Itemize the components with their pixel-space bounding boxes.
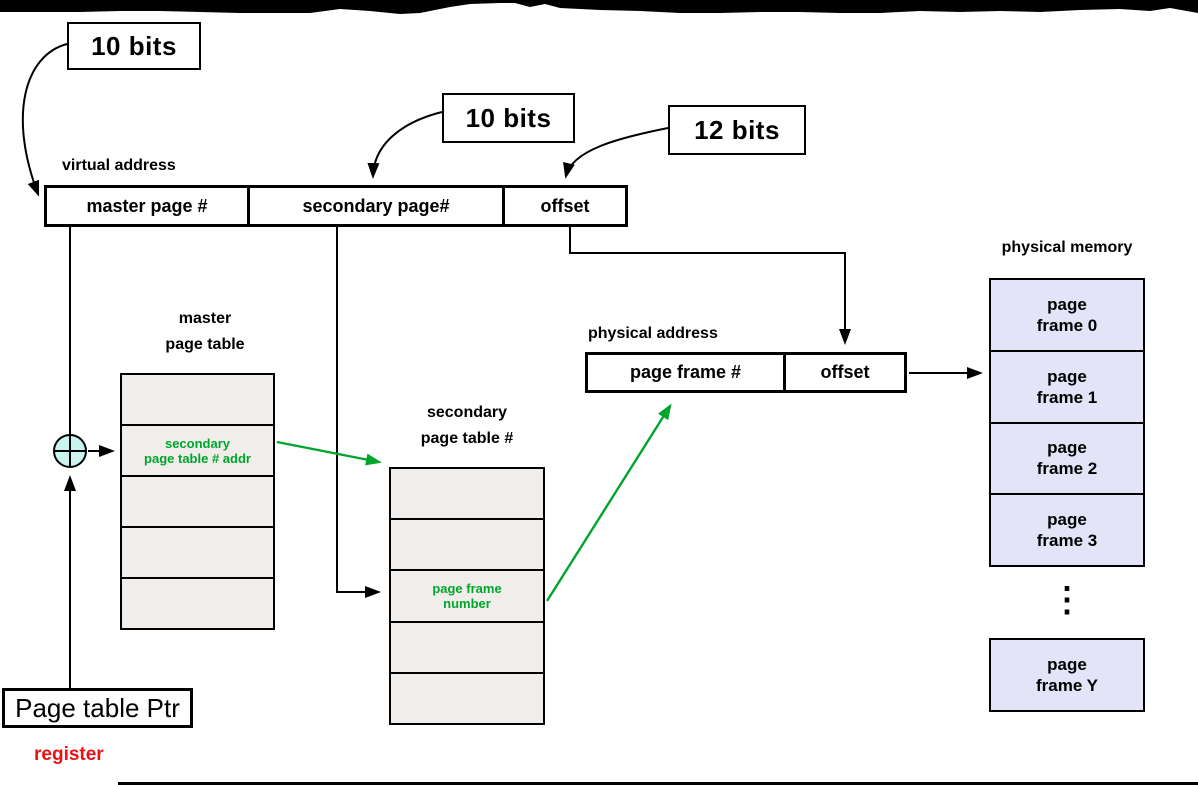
callout-12bits-label: 12 bits <box>694 114 780 145</box>
page-frame-3-line1: page <box>1047 510 1087 530</box>
master-page-table-row <box>122 577 273 628</box>
page-frame-2-line1: page <box>1047 438 1087 458</box>
secondary-page-table: page frame number <box>389 467 545 725</box>
green-arrow-frame-number-to-physical-address <box>545 403 672 602</box>
secondary-page-table-row <box>391 620 543 672</box>
page-frame-2-line2: frame 2 <box>1036 459 1098 479</box>
physical-memory-stack: page frame 0 page frame 1 page frame 2 p… <box>989 278 1145 567</box>
master-page-table-title-line2: page table <box>165 336 245 353</box>
adder-cross-lines <box>54 435 86 467</box>
virtual-address-offset-cell: offset <box>502 188 625 224</box>
virtual-address-box: master page # secondary page# offset <box>44 185 628 227</box>
secondary-page-table-title-line2: page table # <box>420 430 514 447</box>
secondary-page-table-row <box>391 518 543 569</box>
arrow-secondary-field-to-secondary-table <box>336 227 381 598</box>
virtual-address-label: virtual address <box>62 157 176 174</box>
page-frame-y-line2: frame Y <box>1035 676 1099 695</box>
master-page-table-title-line1: master <box>178 310 232 327</box>
page-frame-y-line1: page <box>1047 655 1087 674</box>
arrow-left-10bits-to-master-field <box>21 43 68 197</box>
physical-address-box: page frame # offset <box>585 352 907 393</box>
secondary-page-table-row <box>391 671 543 723</box>
page-frame-2: page frame 2 <box>991 421 1143 494</box>
top-marker-band <box>0 0 1198 14</box>
physical-address-offset-cell: offset <box>783 355 904 390</box>
master-page-table-row <box>122 475 273 526</box>
master-entry-line1: secondary <box>164 435 231 451</box>
secondary-entry-line2: number <box>443 596 491 611</box>
page-frame-1: page frame 1 <box>991 349 1143 422</box>
master-page-table: secondary page table # addr <box>120 373 275 630</box>
arrow-mid-10bits-to-secondary-field <box>367 111 443 179</box>
virtual-address-master-cell: master page # <box>86 195 208 216</box>
master-page-table-title: master page table <box>130 306 280 358</box>
page-frame-0-line1: page <box>1047 294 1087 314</box>
secondary-entry-line1: page frame <box>432 581 502 596</box>
master-page-table-row <box>122 375 273 424</box>
secondary-page-table-title-line1: secondary <box>426 404 508 421</box>
callout-10bits-left-label: 10 bits <box>91 30 177 61</box>
secondary-page-table-entry-row: page frame number <box>391 569 543 620</box>
page-frame-0-line2: frame 0 <box>1036 315 1098 335</box>
master-entry-line2: page table # addr <box>144 450 251 466</box>
physical-address-label: physical address <box>588 325 718 342</box>
physical-memory-label: physical memory <box>1001 239 1133 256</box>
adder-plus-icon <box>53 434 87 468</box>
page-frame-1-line1: page <box>1047 366 1087 386</box>
vertical-ellipsis-icon: ⋮ <box>1050 581 1084 619</box>
page-frame-3: page frame 3 <box>991 493 1143 565</box>
master-page-table-row <box>122 526 273 577</box>
page-frame-0: page frame 0 <box>991 280 1143 350</box>
master-page-table-entry-row: secondary page table # addr <box>122 424 273 475</box>
physical-address-frame-cell: page frame # <box>629 362 742 382</box>
callout-12bits: 12 bits <box>668 105 806 155</box>
page-table-ptr-label: Page table Ptr <box>15 692 180 723</box>
callout-10bits-middle-label: 10 bits <box>465 102 552 133</box>
callout-10bits-left: 10 bits <box>67 22 201 70</box>
green-arrow-master-entry-to-secondary-table <box>276 440 382 466</box>
arrow-12bits-to-offset-field <box>563 127 669 179</box>
page-table-ptr-box: Page table Ptr <box>2 688 193 728</box>
page-frame-1-line2: frame 1 <box>1036 387 1098 407</box>
register-caption: register <box>34 744 104 765</box>
page-frame-y: page frame Y <box>989 638 1145 712</box>
secondary-page-table-title: secondary page table # <box>392 400 542 452</box>
callout-10bits-middle: 10 bits <box>442 93 575 143</box>
secondary-page-table-row <box>391 469 543 518</box>
page-frame-3-line2: frame 3 <box>1036 531 1098 551</box>
virtual-address-secondary-cell: secondary page# <box>247 188 502 224</box>
